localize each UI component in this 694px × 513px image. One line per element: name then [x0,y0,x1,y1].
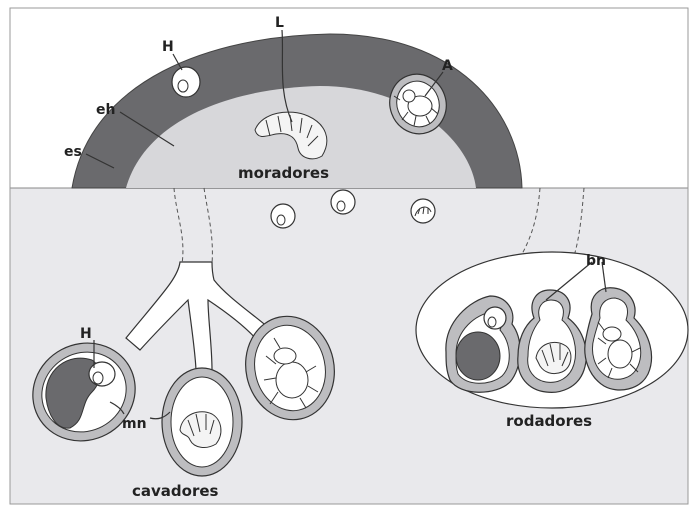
label-H-left: H [80,326,92,342]
label-H-top: H [162,39,174,55]
egg-top-inner [178,80,188,92]
label-moradores: moradores [238,164,329,182]
egg-under-1-inner [277,215,285,225]
food-ball-rodadores [456,332,500,380]
egg-left-inner [93,372,103,384]
label-eh: eh [96,102,115,118]
label-L: L [275,15,284,31]
label-es: es [64,144,82,160]
label-mn: mn [122,416,147,432]
label-bn: bn [586,253,606,269]
egg-rodadores-inner [488,317,496,327]
label-A: A [442,58,453,74]
label-cavadores: cavadores [132,482,219,500]
label-rodadores: rodadores [506,412,592,430]
egg-under-2-inner [337,201,345,211]
